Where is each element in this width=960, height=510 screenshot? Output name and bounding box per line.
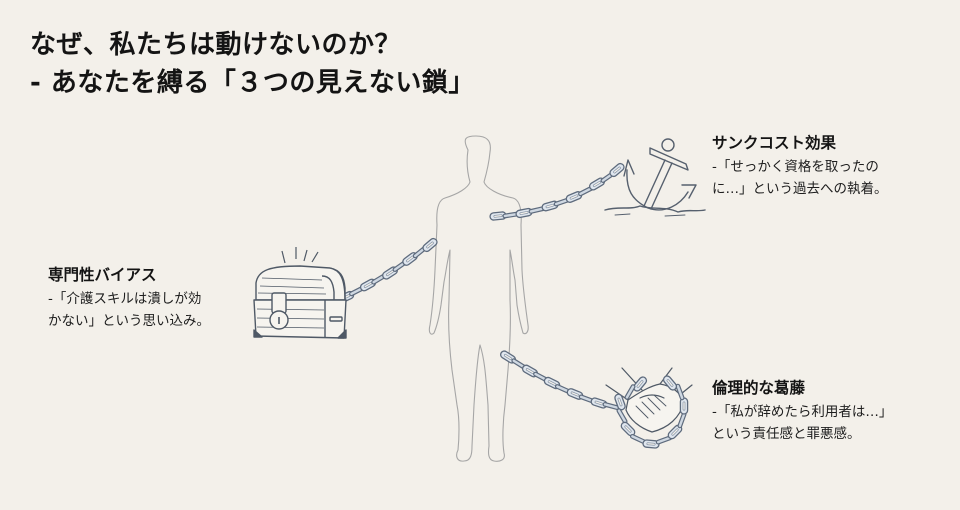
- label-ethical-conflict-line-1: -「私が辞めたら利用者は…」: [712, 404, 893, 420]
- label-ethical-conflict: 倫理的な葛藤 -「私が辞めたら利用者は…」 という責任感と罪悪感。: [712, 375, 892, 445]
- label-sunk-cost-line-1: -「せっかく資格を取ったの: [712, 159, 879, 175]
- chain-to-anchor: [489, 161, 627, 222]
- label-sunk-cost-line-2: に…」という過去への執着。: [712, 181, 888, 197]
- label-expertise-bias: 専門性バイアス -「介護スキルは潰しが効 かない」という思い込み。: [48, 262, 210, 332]
- label-ethical-conflict-heading: 倫理的な葛藤: [712, 379, 806, 397]
- chained-handshake-icon: [605, 367, 693, 449]
- chain-to-chest: [336, 236, 440, 305]
- human-figure: [428, 135, 529, 462]
- label-sunk-cost: サンクコスト効果 -「せっかく資格を取ったの に…」という過去への執着。: [712, 130, 888, 200]
- label-ethical-conflict-line-2: という責任感と罪悪感。: [712, 426, 861, 442]
- label-expertise-bias-line-2: かない」という思い込み。: [48, 313, 210, 329]
- anchor-icon: [604, 138, 706, 217]
- treasure-chest-icon: [253, 247, 347, 339]
- label-expertise-bias-line-1: -「介護スキルは潰しが効: [48, 291, 202, 307]
- title-line-2: - あなたを縛る「３つの見えない鎖」: [30, 68, 475, 98]
- chain-to-handshake: [498, 349, 620, 411]
- page-title: なぜ、私たちは動けないのか？ - あなたを縛る「３つの見えない鎖」: [30, 26, 475, 102]
- label-sunk-cost-heading: サンクコスト効果: [712, 134, 837, 152]
- title-line-1: なぜ、私たちは動けないのか？: [30, 30, 402, 60]
- label-expertise-bias-heading: 専門性バイアス: [48, 266, 157, 284]
